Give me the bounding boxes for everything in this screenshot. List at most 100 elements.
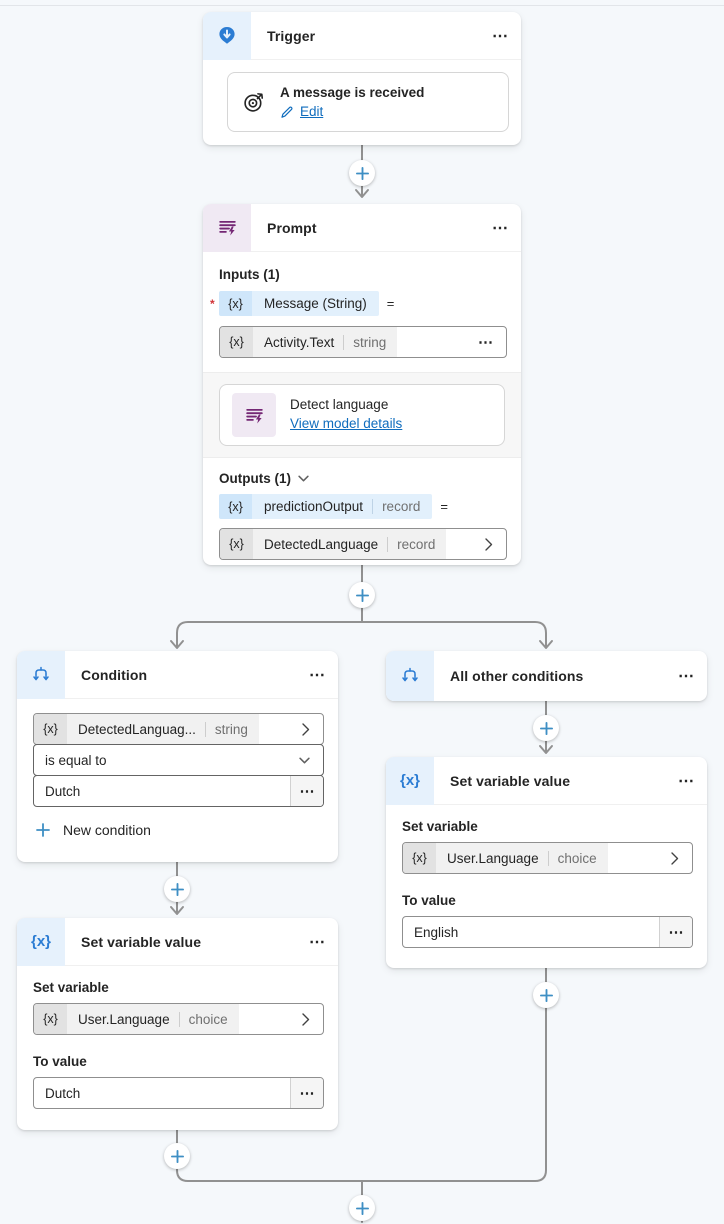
add-node-button[interactable] xyxy=(349,1195,375,1221)
trigger-event-name: A message is received xyxy=(280,85,425,100)
type-divider xyxy=(372,499,374,514)
trigger-more-options-button[interactable]: ⋯ xyxy=(492,27,508,45)
type-divider xyxy=(343,334,345,350)
to-value-more-button[interactable]: ⋯ xyxy=(659,917,692,947)
set-variable-node-dutch[interactable]: {x} Set variable value ⋯ Set variable {x… xyxy=(17,917,338,1130)
new-condition-button[interactable]: New condition xyxy=(36,822,324,838)
plus-icon xyxy=(539,721,553,735)
outputs-section-label[interactable]: Outputs (1) xyxy=(219,471,507,486)
connector-merge-right xyxy=(361,967,547,1182)
set-variable-english-value-input[interactable]: English ⋯ xyxy=(402,916,693,948)
to-value-label: To value xyxy=(33,1054,87,1069)
all-other-more-options-button[interactable]: ⋯ xyxy=(678,668,694,685)
inputs-section-label: Inputs (1) xyxy=(219,267,280,282)
equals-sign: = xyxy=(440,499,448,514)
trigger-node[interactable]: Trigger ⋯ A message is received Edit xyxy=(203,11,521,145)
trigger-node-header: Trigger ⋯ xyxy=(203,11,521,60)
type-divider xyxy=(178,1011,180,1027)
variable-chip-icon: {x} xyxy=(403,843,436,873)
condition-operand-name: DetectedLanguag... xyxy=(78,721,196,737)
variable-chip-icon: {x} xyxy=(220,529,253,559)
chevron-right-icon xyxy=(302,722,310,736)
output-param-type: record xyxy=(382,499,421,514)
condition-value-input[interactable]: Dutch ⋯ xyxy=(33,775,324,807)
plus-icon xyxy=(170,882,184,896)
plus-icon xyxy=(539,988,553,1002)
chevron-down-icon xyxy=(298,475,309,482)
plus-icon xyxy=(36,823,50,837)
add-node-button[interactable] xyxy=(533,715,559,741)
prompt-more-options-button[interactable]: ⋯ xyxy=(492,219,508,237)
set-variable-dutch-variable-input[interactable]: {x} User.Language choice xyxy=(33,1003,324,1035)
event-target-icon xyxy=(244,93,264,112)
to-value-more-button[interactable]: ⋯ xyxy=(290,1078,323,1108)
condition-operand-type: string xyxy=(214,721,248,737)
message-value-name: Activity.Text xyxy=(264,334,335,350)
condition-more-options-button[interactable]: ⋯ xyxy=(309,666,325,684)
add-node-button[interactable] xyxy=(533,982,559,1008)
equals-sign: = xyxy=(386,296,395,311)
condition-node[interactable]: Condition ⋯ {x} DetectedLanguag... strin… xyxy=(17,650,338,862)
set-variable-dutch-more-button[interactable]: ⋯ xyxy=(309,933,325,951)
arrowhead-into-setvar-left xyxy=(170,906,184,915)
set-variable-english-header: {x} Set variable value ⋯ xyxy=(386,756,707,805)
outputs-label-text: Outputs (1) xyxy=(219,471,291,486)
condition-icon-tile xyxy=(17,650,65,699)
prompt-node-header: Prompt ⋯ xyxy=(203,203,521,252)
view-model-details-link[interactable]: View model details xyxy=(290,416,403,431)
condition-value-more-button[interactable]: ⋯ xyxy=(290,776,323,806)
trigger-icon-tile xyxy=(203,11,251,60)
all-other-conditions-node[interactable]: All other conditions ⋯ xyxy=(386,651,707,701)
type-divider xyxy=(387,536,389,552)
set-variable-english-more-button[interactable]: ⋯ xyxy=(678,772,694,790)
model-card[interactable]: Detect language View model details xyxy=(219,384,505,446)
canvas-top-divider xyxy=(0,5,724,6)
condition-operator-select[interactable]: is equal to xyxy=(33,744,324,776)
arrowhead-into-setvar-right xyxy=(539,745,553,754)
trigger-beacon-icon xyxy=(219,26,235,44)
model-icon-tile xyxy=(232,393,276,437)
connector-split-right xyxy=(361,621,547,648)
add-node-button[interactable] xyxy=(164,876,190,902)
prompt-node[interactable]: Prompt ⋯ Inputs (1) * {x} Message (Strin… xyxy=(203,203,521,565)
variable-chip-icon: {x} xyxy=(220,327,253,357)
message-value-input[interactable]: {x} Activity.Text string ⋯ xyxy=(219,326,507,358)
output-param-row: {x} predictionOutput record = xyxy=(219,494,507,519)
add-node-button[interactable] xyxy=(349,582,375,608)
prompt-icon-tile xyxy=(203,203,251,252)
set-variable-label: Set variable xyxy=(402,819,478,834)
branch-icon xyxy=(402,667,418,682)
trigger-title: Trigger xyxy=(267,27,316,44)
condition-operand-input[interactable]: {x} DetectedLanguag... string xyxy=(33,713,324,745)
set-variable-label: Set variable xyxy=(33,980,109,995)
variable-chip-icon: {x} xyxy=(34,714,67,744)
set-variable-icon-tile: {x} xyxy=(17,917,65,966)
model-name: Detect language xyxy=(290,397,389,412)
connector-merge-left xyxy=(176,1129,363,1182)
variable-name: User.Language xyxy=(78,1011,170,1027)
add-node-button[interactable] xyxy=(349,160,375,186)
edit-pencil-icon xyxy=(281,105,293,118)
prompt-title: Prompt xyxy=(267,219,317,236)
add-node-button[interactable] xyxy=(164,1143,190,1169)
condition-operator-value: is equal to xyxy=(45,752,107,768)
set-variable-node-english[interactable]: {x} Set variable value ⋯ Set variable {x… xyxy=(386,756,707,968)
output-param-name: predictionOutput xyxy=(264,499,364,514)
arrowhead-into-condition xyxy=(170,640,184,649)
trigger-event-card[interactable]: A message is received Edit xyxy=(227,72,509,132)
variable-chip-icon: {x} xyxy=(34,1004,67,1034)
message-value-type: string xyxy=(353,334,387,350)
required-marker: * xyxy=(210,296,215,311)
plus-icon xyxy=(355,1201,369,1215)
set-variable-english-variable-input[interactable]: {x} User.Language choice xyxy=(402,842,693,874)
variable-x-icon: {x} xyxy=(399,772,421,789)
to-value-text: Dutch xyxy=(45,1085,81,1101)
set-variable-dutch-value-input[interactable]: Dutch ⋯ xyxy=(33,1077,324,1109)
output-value-input[interactable]: {x} DetectedLanguage record xyxy=(219,528,507,560)
message-param-name: Message (String) xyxy=(252,291,379,316)
message-value-more-button[interactable]: ⋯ xyxy=(478,334,493,351)
new-condition-label: New condition xyxy=(63,822,151,838)
all-other-icon-tile xyxy=(386,651,434,701)
trigger-edit-link[interactable]: Edit xyxy=(300,104,324,119)
output-value-name: DetectedLanguage xyxy=(264,536,379,552)
